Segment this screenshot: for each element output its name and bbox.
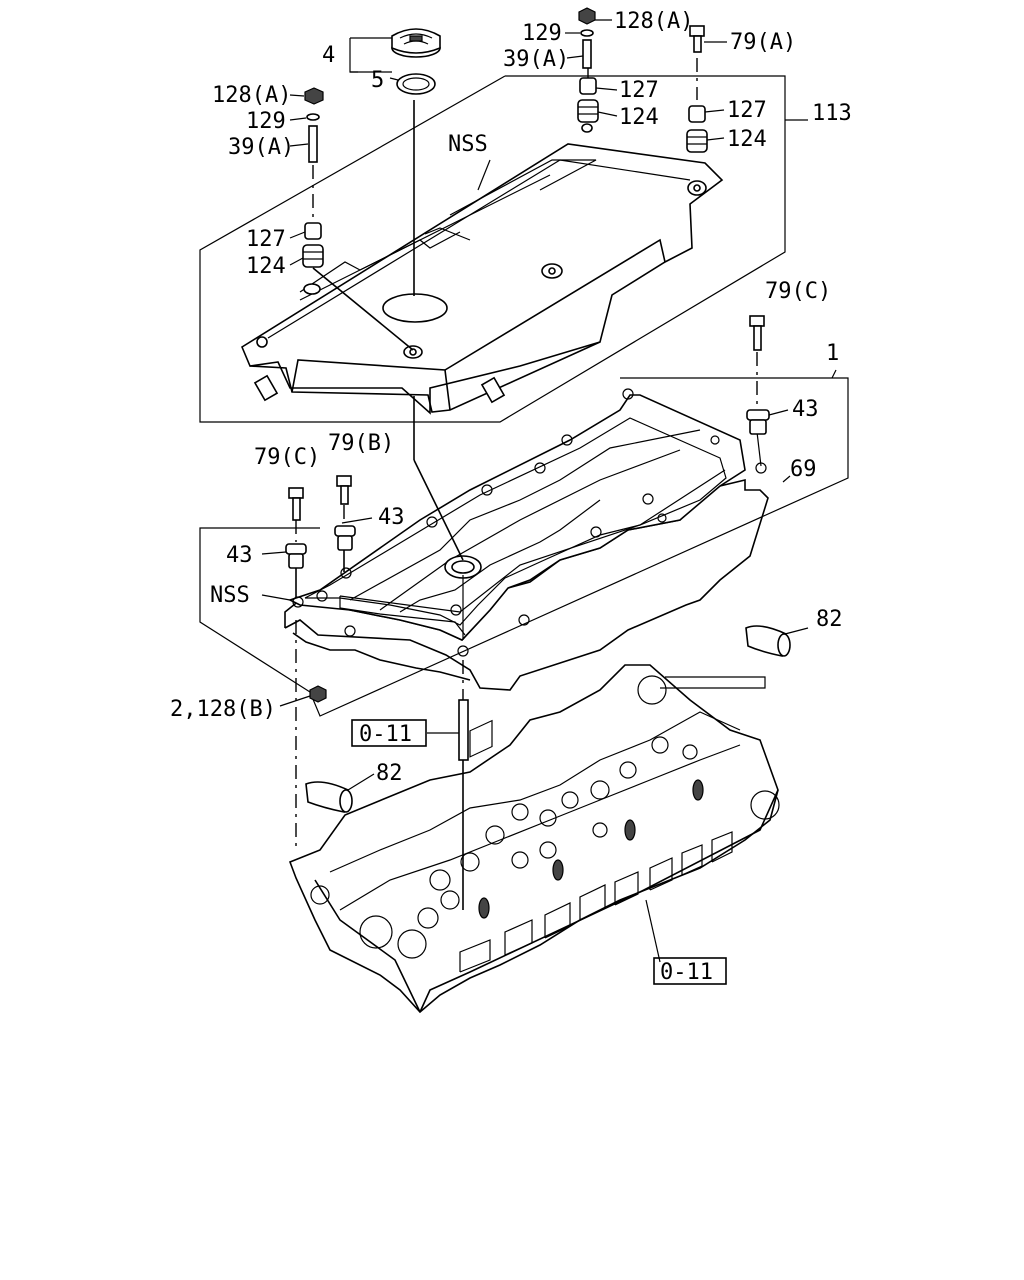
label-nss-top: NSS <box>448 132 488 157</box>
oil-filler-cap <box>391 28 441 58</box>
cylinder-head-cover <box>199 75 808 423</box>
collar-127-left <box>304 222 322 240</box>
collar-43-mid <box>334 525 356 537</box>
label-124-mid: 124 <box>619 105 659 130</box>
grommet-124-right <box>686 129 708 153</box>
label-43-left: 43 <box>226 543 253 568</box>
callout-leaders <box>261 19 789 963</box>
nut-128a-left <box>304 87 324 105</box>
label-39a-top: 39(A) <box>503 47 569 72</box>
stud-0-11 <box>458 699 469 761</box>
grommet-124-mid <box>577 99 599 123</box>
label-69: 69 <box>790 457 817 482</box>
washer-129-top <box>580 29 594 37</box>
label-124-left: 124 <box>246 254 286 279</box>
bolt-79c-left <box>288 487 304 499</box>
label-79c-right: 79(C) <box>765 279 831 304</box>
label-82-left: 82 <box>376 761 403 786</box>
label-0-11-bottom: 0-11 <box>660 960 713 985</box>
o-ring-5 <box>396 73 436 95</box>
collar-43-right <box>746 409 770 421</box>
bolt-79c-right <box>749 315 765 327</box>
collar-127-right <box>688 105 706 123</box>
label-79a: 79(A) <box>730 30 796 55</box>
label-0-11-top: 0-11 <box>359 722 412 747</box>
label-39a-left: 39(A) <box>228 135 294 160</box>
label-127-right: 127 <box>727 98 767 123</box>
ref-box-top <box>351 719 427 747</box>
label-127-left: 127 <box>246 227 286 252</box>
label-79b: 79(B) <box>328 431 394 456</box>
label-127-mid: 127 <box>619 78 659 103</box>
label-4: 4 <box>322 43 335 68</box>
label-129-left: 129 <box>246 109 286 134</box>
label-113: 113 <box>812 101 852 126</box>
callout-labels: 4 5 128(A) 129 39(A) 127 124 NSS 129 128… <box>170 9 852 985</box>
label-129-top: 129 <box>522 21 562 46</box>
label-124-right: 124 <box>727 127 767 152</box>
label-128a-left: 128(A) <box>212 83 291 108</box>
stud-39a-top <box>582 39 592 69</box>
ref-box-bottom <box>653 957 727 985</box>
collar-127-mid <box>579 77 597 95</box>
washer-129-left <box>306 113 320 121</box>
small-parts <box>285 7 791 813</box>
label-1: 1 <box>826 341 839 366</box>
head-cover-assembly <box>199 369 849 717</box>
cylinder-head <box>288 664 780 1014</box>
grommet-124-left <box>302 244 324 268</box>
label-2-128b: 2,128(B) <box>170 697 276 722</box>
label-43-mid: 43 <box>378 505 405 530</box>
stud-39a-left <box>308 125 318 163</box>
label-5: 5 <box>371 68 384 93</box>
label-128a-top: 128(A) <box>614 9 693 34</box>
nut-128a-top <box>578 7 596 25</box>
label-82-right: 82 <box>816 607 843 632</box>
assembly-lines <box>295 58 809 910</box>
label-79c-left: 79(C) <box>254 445 320 470</box>
collar-43-left <box>285 543 307 555</box>
bolt-79b <box>336 475 352 487</box>
label-43-right: 43 <box>792 397 819 422</box>
nut-128b <box>309 685 327 703</box>
label-nss-left: NSS <box>210 583 250 608</box>
